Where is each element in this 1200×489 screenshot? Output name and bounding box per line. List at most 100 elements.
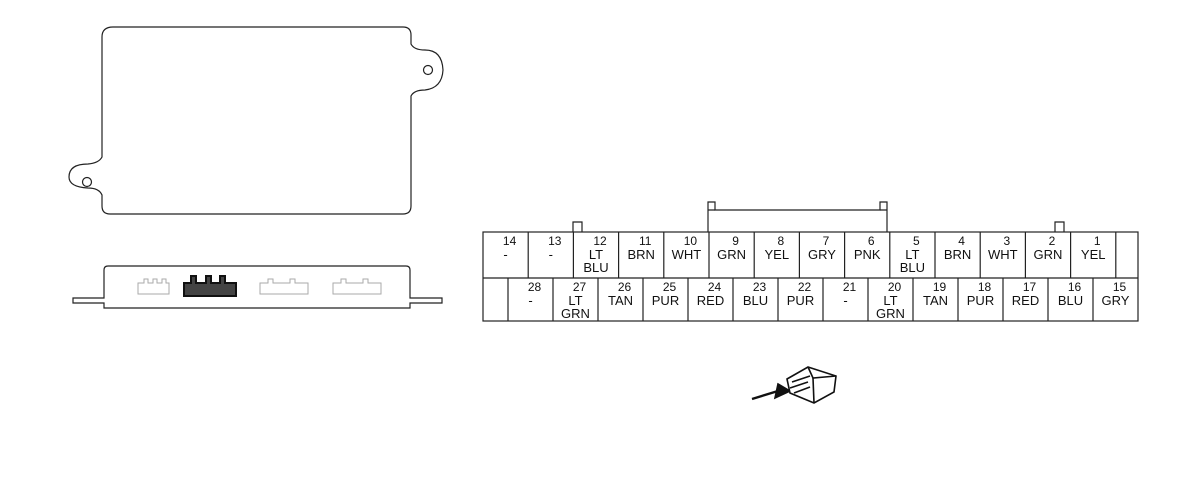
wire-color: RED — [697, 293, 724, 308]
wire-color: YEL — [1081, 247, 1106, 262]
highlighted-connector — [183, 275, 237, 297]
mount-hole-icon — [422, 64, 434, 76]
wire-color: WHT — [988, 247, 1018, 262]
wire-color: - — [503, 247, 507, 262]
connector-key — [572, 221, 583, 232]
wire-color: BLU — [743, 293, 768, 308]
wire-color: - — [528, 293, 532, 308]
wire-color: - — [549, 247, 553, 262]
wire-color: GRY — [1102, 293, 1130, 308]
pin-number: 9 — [732, 234, 739, 248]
pin-number: 20 — [888, 280, 902, 294]
pin-number: 21 — [843, 280, 857, 294]
connector-latch — [707, 201, 888, 232]
pin-number: 5 — [913, 234, 920, 248]
pin-number: 10 — [684, 234, 698, 248]
connector-key — [1054, 221, 1065, 232]
pin-number: 7 — [823, 234, 830, 248]
wire-color: PUR — [967, 293, 994, 308]
wire-color: GRN — [1034, 247, 1063, 262]
harness-connector-icon — [751, 366, 837, 404]
wire-color: PUR — [652, 293, 679, 308]
wire-color-line2: BLU — [583, 260, 608, 275]
pin-number: 8 — [777, 234, 784, 248]
pin-number: 26 — [618, 280, 632, 294]
pin-number: 28 — [528, 280, 542, 294]
wire-color: LT — [905, 247, 919, 262]
wire-color: GRY — [808, 247, 836, 262]
pin-cavity: 28- — [528, 280, 542, 308]
wire-color: TAN — [608, 293, 633, 308]
wire-color: LT — [568, 293, 582, 308]
pin-number: 2 — [1049, 234, 1056, 248]
wire-color: PNK — [854, 247, 881, 262]
wire-color-line2: BLU — [900, 260, 925, 275]
wire-color: GRN — [717, 247, 746, 262]
mount-hole-icon — [81, 176, 93, 188]
pin-number: 4 — [958, 234, 965, 248]
pin-number: 1 — [1094, 234, 1101, 248]
pin-number: 16 — [1068, 280, 1082, 294]
module-top-view — [68, 26, 444, 215]
wire-color-line2: GRN — [561, 306, 590, 321]
pin-number: 6 — [868, 234, 875, 248]
pin-number: 14 — [503, 234, 517, 248]
wire-color: LT — [589, 247, 603, 262]
pin-number: 18 — [978, 280, 992, 294]
pin-number: 11 — [639, 234, 652, 248]
pin-number: 13 — [548, 234, 562, 248]
pin-number: 22 — [798, 280, 812, 294]
wire-color: BRN — [627, 247, 654, 262]
pin-number: 23 — [753, 280, 767, 294]
wire-color: YEL — [765, 247, 790, 262]
pin-number: 19 — [933, 280, 947, 294]
connector-face: 14-13-12LTBLU11BRN10WHT9GRN8YEL7GRY6PNK5… — [482, 201, 1139, 322]
pin-number: 12 — [593, 234, 607, 248]
pin-cavity: 14- — [503, 234, 517, 262]
wire-color: PUR — [787, 293, 814, 308]
pin-number: 27 — [573, 280, 587, 294]
pin-number: 24 — [708, 280, 722, 294]
wire-color: WHT — [672, 247, 702, 262]
wire-color: TAN — [923, 293, 948, 308]
wire-color: RED — [1012, 293, 1039, 308]
connector-body — [482, 231, 1139, 322]
pin-number: 15 — [1113, 280, 1127, 294]
wire-color: LT — [883, 293, 897, 308]
pin-cavity: 13- — [548, 234, 562, 262]
pin-number: 3 — [1003, 234, 1010, 248]
wire-color-line2: GRN — [876, 306, 905, 321]
pin-cavity: 21- — [843, 280, 857, 308]
pin-number: 25 — [663, 280, 677, 294]
module-side-view — [72, 265, 443, 309]
wire-color: BLU — [1058, 293, 1083, 308]
wire-color: - — [843, 293, 847, 308]
wire-color: BRN — [944, 247, 971, 262]
pin-number: 17 — [1023, 280, 1037, 294]
